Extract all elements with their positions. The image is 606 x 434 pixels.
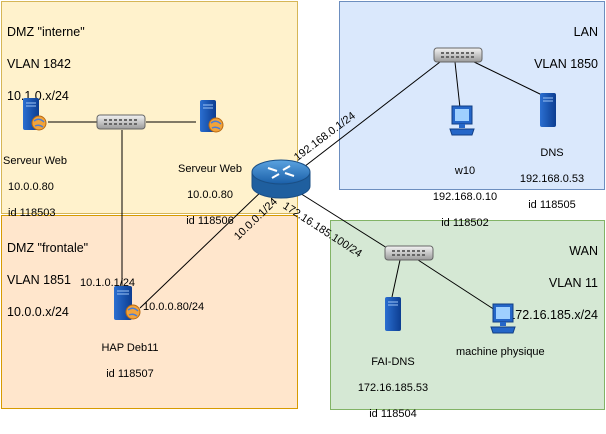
dns-label: DNS 192.168.0.53 id 118505 bbox=[512, 134, 592, 225]
web2-id: id 118506 bbox=[186, 215, 234, 227]
web2-label: Serveur Web 10.0.0.80 id 118506 bbox=[170, 150, 250, 241]
server-icon bbox=[200, 100, 224, 133]
fai-dns-id: id 118504 bbox=[369, 408, 417, 420]
zone-lan-title: LAN VLAN 1850 bbox=[534, 25, 598, 71]
link-lan-switch-dns bbox=[469, 59, 543, 96]
server-icon bbox=[385, 297, 401, 331]
web1-label: Serveur Web 10.0.0.80 id 118503 bbox=[3, 142, 67, 233]
server-icon bbox=[540, 93, 556, 127]
dns-name: DNS bbox=[540, 147, 564, 159]
link-wan-switch-physical bbox=[414, 257, 496, 311]
web2-name: Serveur Web bbox=[178, 163, 242, 175]
hap-name: HAP Deb11 bbox=[101, 342, 159, 354]
network-links bbox=[48, 59, 543, 311]
switch-icon bbox=[384, 245, 434, 261]
w10-name: w10 bbox=[454, 165, 476, 177]
link-lan-switch-w10 bbox=[454, 61, 461, 109]
link-hap-router bbox=[139, 187, 266, 309]
zone-wan bbox=[330, 220, 605, 410]
web1-name: Serveur Web bbox=[3, 155, 67, 167]
zone-dmz-frontale-title: DMZ "frontale" VLAN 1851 10.0.0.x/24 bbox=[7, 241, 89, 319]
hap-ip-right: 10.0.0.80/24 bbox=[143, 301, 205, 313]
fai-dns-ip: 172.16.185.53 bbox=[357, 382, 429, 394]
link-wan-switch-fai bbox=[391, 259, 401, 298]
dns-ip: 192.168.0.53 bbox=[519, 173, 585, 185]
web1-ip: 10.0.0.80 bbox=[8, 181, 54, 193]
workstation-icon bbox=[490, 303, 516, 334]
zone-wan-title: WAN VLAN 11 172.16.185.x/24 bbox=[508, 244, 598, 322]
zone-dmz-frontale bbox=[1, 215, 298, 409]
link-router-wan-switch bbox=[294, 189, 396, 254]
dns-id: id 118505 bbox=[528, 199, 576, 211]
zone-dmz-interne-title: DMZ "interne" VLAN 1842 10.1.0.x/24 bbox=[7, 25, 85, 103]
w10-label: w10 192.168.0.10 id 118502 bbox=[420, 152, 510, 243]
zone-dmz-interne bbox=[1, 1, 298, 214]
switch-icon bbox=[96, 114, 146, 130]
link-router-lan-switch bbox=[299, 61, 441, 171]
server-icon bbox=[23, 98, 47, 131]
fai-dns-name: FAI-DNS bbox=[371, 356, 415, 368]
server-icon bbox=[114, 286, 141, 320]
w10-ip: 192.168.0.10 bbox=[432, 191, 498, 203]
zone-lan bbox=[339, 1, 605, 190]
hap-ip-left: 10.1.0.1/24 bbox=[80, 277, 136, 289]
web2-ip: 10.0.0.80 bbox=[187, 189, 233, 201]
fai-dns-label: FAI-DNS 172.16.185.53 id 118504 bbox=[343, 343, 443, 434]
web1-id: id 118503 bbox=[8, 207, 56, 219]
w10-id: id 118502 bbox=[441, 217, 489, 229]
hap-label: HAP Deb11 id 118507 bbox=[85, 329, 175, 394]
workstation-icon bbox=[449, 105, 475, 136]
hap-id: id 118507 bbox=[106, 368, 154, 380]
router-icon bbox=[251, 159, 311, 199]
switch-icon bbox=[433, 47, 483, 63]
physical-label: machine physique bbox=[456, 346, 545, 358]
